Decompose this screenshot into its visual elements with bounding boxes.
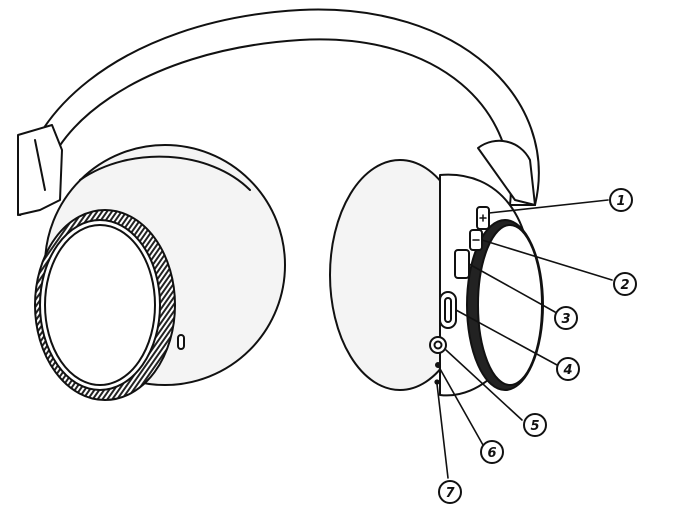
callout-3: 3 bbox=[554, 306, 578, 330]
callout-7-label: 7 bbox=[445, 486, 455, 501]
usb-c-port[interactable] bbox=[439, 291, 457, 329]
power-button[interactable] bbox=[454, 249, 470, 279]
right-hinge bbox=[477, 139, 536, 206]
callout-5-label: 5 bbox=[530, 419, 539, 434]
callout-1: 1 bbox=[609, 188, 633, 212]
callout-6: 6 bbox=[480, 440, 504, 464]
callout-4-label: 4 bbox=[562, 363, 572, 378]
callout-5: 5 bbox=[523, 413, 547, 437]
left-hinge bbox=[17, 124, 63, 216]
left-cup-slot bbox=[177, 334, 185, 350]
right-ear-cup bbox=[439, 173, 544, 397]
led-indicator bbox=[435, 362, 441, 368]
volume-down-button[interactable] bbox=[469, 229, 483, 251]
callout-3-label: 3 bbox=[561, 312, 570, 327]
audio-jack[interactable] bbox=[429, 336, 447, 354]
leader-lines bbox=[436, 199, 613, 479]
callout-7: 7 bbox=[438, 480, 462, 504]
callout-4: 4 bbox=[556, 357, 580, 381]
microphone-hole bbox=[434, 379, 440, 385]
callout-2: 2 bbox=[613, 272, 637, 296]
callout-2-label: 2 bbox=[620, 278, 629, 293]
callout-1-label: 1 bbox=[616, 194, 625, 209]
left-ear-cup bbox=[34, 209, 176, 401]
volume-up-button[interactable] bbox=[476, 206, 490, 230]
callout-6-label: 6 bbox=[487, 446, 496, 461]
